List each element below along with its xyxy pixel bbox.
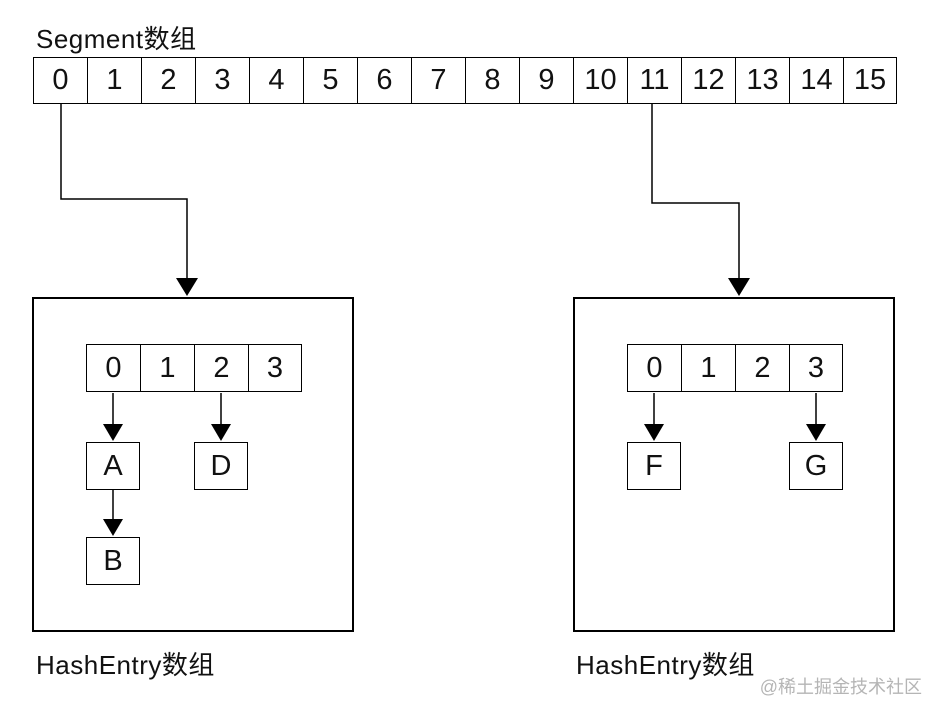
left-bucket-cell-1: 1 — [140, 344, 194, 392]
segment-cell-14: 14 — [789, 57, 843, 104]
arrow-segment11-to-right-box — [651, 104, 750, 296]
segment-array-title: Segment数组 — [36, 24, 197, 54]
segment-cell-11: 11 — [627, 57, 681, 104]
node-G: G — [789, 442, 843, 490]
right-bucket-cell-2: 2 — [735, 344, 789, 392]
watermark: @稀土掘金技术社区 — [759, 677, 922, 697]
segment-cell-8: 8 — [465, 57, 519, 104]
segment-cell-2: 2 — [141, 57, 195, 104]
segment-cell-0: 0 — [33, 57, 87, 104]
right-bucket-cell-0: 0 — [627, 344, 681, 392]
right-bucket-cell-1: 1 — [681, 344, 735, 392]
segment-array: 0 1 2 3 4 5 6 7 8 9 10 11 12 13 14 15 — [33, 57, 897, 104]
segment-cell-10: 10 — [573, 57, 627, 104]
left-bucket-array: 0 1 2 3 — [86, 344, 302, 392]
segment-cell-4: 4 — [249, 57, 303, 104]
left-bucket-cell-0: 0 — [86, 344, 140, 392]
left-bucket-cell-2: 2 — [194, 344, 248, 392]
node-F: F — [627, 442, 681, 490]
segment-cell-13: 13 — [735, 57, 789, 104]
left-hashentry-label: HashEntry数组 — [36, 650, 215, 680]
node-A: A — [86, 442, 140, 490]
segment-cell-7: 7 — [411, 57, 465, 104]
arrow-segment0-to-left-box — [60, 104, 198, 296]
segment-cell-15: 15 — [843, 57, 897, 104]
left-bucket-cell-3: 3 — [248, 344, 302, 392]
node-B: B — [86, 537, 140, 585]
segment-cell-5: 5 — [303, 57, 357, 104]
segment-cell-1: 1 — [87, 57, 141, 104]
right-hashentry-label: HashEntry数组 — [576, 650, 755, 680]
segment-cell-6: 6 — [357, 57, 411, 104]
segment-cell-9: 9 — [519, 57, 573, 104]
node-D: D — [194, 442, 248, 490]
right-bucket-cell-3: 3 — [789, 344, 843, 392]
segment-cell-12: 12 — [681, 57, 735, 104]
right-bucket-array: 0 1 2 3 — [627, 344, 843, 392]
segment-cell-3: 3 — [195, 57, 249, 104]
